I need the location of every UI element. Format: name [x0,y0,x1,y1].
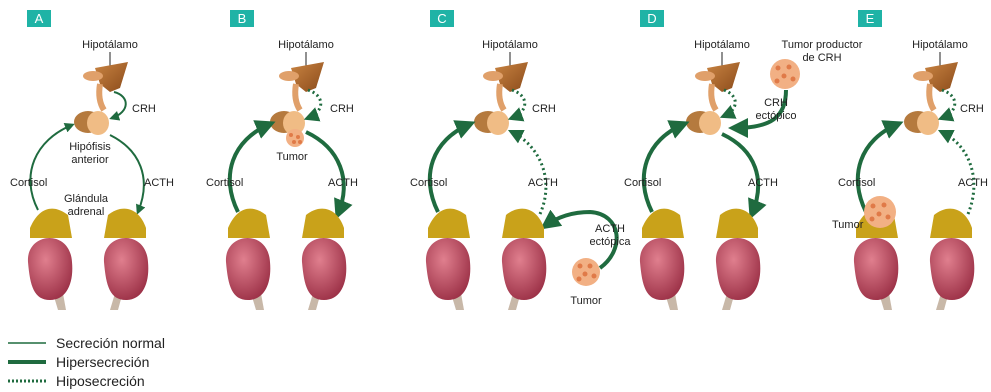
pituitary-tumor-icon [286,129,304,147]
acth-arrow [110,135,144,212]
hypothalamus-pituitary-icon [74,62,128,135]
legend-hypo-label: Hiposecreción [56,373,145,389]
crh-tumor-label-line1: Tumor productor [782,39,863,51]
cortisol-label: Cortisol [410,177,447,189]
ectopic-crh-arrow [734,90,786,128]
crh-tumor-label-line2: de CRH [802,52,841,64]
legend: Secreción normal Hipersecreción Hiposecr… [8,335,165,389]
cortisol-arrow [230,124,270,212]
cortisol-label: Cortisol [10,177,47,189]
acth-arrow [306,132,344,214]
crh-arrow [724,90,735,116]
acth-arrow [722,134,758,214]
crh-arrow [112,92,126,118]
hypothalamus-pituitary-icon [474,62,528,135]
panel-letter: C [437,11,446,26]
ectopic-acth-label-line2: ectópica [590,236,632,248]
crh-label: CRH [330,103,354,115]
legend-normal-label: Secreción normal [56,335,165,351]
adrenal-tumor-icon [864,196,896,228]
legend-hyper-label: Hipersecreción [56,354,149,370]
panel-letter: A [35,11,44,26]
acth-arrow [942,132,974,214]
hypothalamus-label: Hipotálamo [278,39,334,51]
crh-arrow [512,90,525,118]
right-kidney-icon [302,209,346,310]
right-kidney-icon [930,209,974,310]
panel-d: D Hipotálamo Tumor productor de CRH CRH … [624,10,863,310]
cortisol-arrow [644,124,684,212]
acth-label: ACTH [328,177,358,189]
hypothalamus-label: Hipotálamo [82,39,138,51]
hypothalamus-label: Hipotálamo [694,39,750,51]
acth-label: ACTH [144,177,174,189]
panel-b: B Hipotálamo Tumor CRH ACTH Cortisol [206,10,358,310]
crh-arrow [308,90,321,118]
panel-letter: D [647,11,656,26]
crh-label: CRH [532,103,556,115]
panel-letter: B [238,11,247,26]
right-kidney-icon [502,209,546,310]
cortisol-label: Cortisol [206,177,243,189]
hypothalamus-pituitary-icon [270,62,324,135]
adrenal-label-line1: Glándula [64,193,109,205]
ectopic-acth-label-line1: ACTH [595,223,625,235]
ectopic-crh-label-line1: CRH [764,97,788,109]
pituitary-label-line2: anterior [71,154,109,166]
panel-letter: E [866,11,875,26]
ectopic-tumor-icon [572,258,600,286]
crh-tumor-icon [770,59,800,89]
left-kidney-icon [426,209,470,310]
crh-label: CRH [132,103,156,115]
right-kidney-icon [716,209,760,310]
crh-label: CRH [960,103,984,115]
tumor-label: Tumor [276,151,308,163]
tumor-label: Tumor [570,295,602,307]
panel-c: C Hipotálamo CRH ACTH Cortisol Tumor ACT… [410,10,631,310]
acth-label: ACTH [958,177,988,189]
cortisol-arrow [430,124,470,212]
left-kidney-icon [28,209,72,310]
cortisol-label: Cortisol [838,177,875,189]
crh-arrow [942,90,955,118]
hypothalamus-pituitary-icon [904,62,958,135]
hypothalamus-label: Hipotálamo [482,39,538,51]
left-kidney-icon [640,209,684,310]
tumor-label: Tumor [832,219,864,231]
panel-a: A Hipotálamo CRH Hipófisis anterior ACTH… [10,10,174,310]
panel-e: E Hipotálamo CRH ACTH Cortisol Tumor [832,10,988,310]
acth-label: ACTH [528,177,558,189]
cortisol-label: Cortisol [624,177,661,189]
hypothalamus-label: Hipotálamo [912,39,968,51]
pituitary-label-line1: Hipófisis [69,141,111,153]
acth-arrow [512,132,546,214]
acth-label: ACTH [748,177,778,189]
right-kidney-icon [104,209,148,310]
ectopic-crh-label-line2: ectópico [756,110,797,122]
left-kidney-icon [226,209,270,310]
adrenal-label-line2: adrenal [68,206,105,218]
hypothalamus-pituitary-icon [686,62,740,135]
